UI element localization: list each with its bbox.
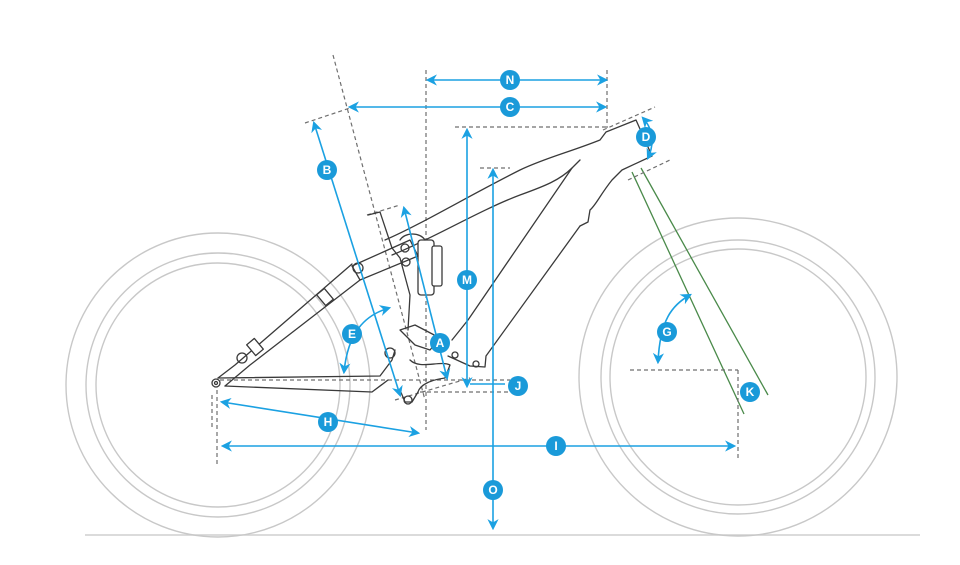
- bike-frame: [211, 119, 653, 405]
- badge-j: J: [508, 376, 528, 396]
- badge-a: A: [430, 333, 450, 353]
- svg-text:H: H: [324, 415, 333, 429]
- badge-i: I: [546, 436, 566, 456]
- badge-b: B: [317, 160, 337, 180]
- badge-h: H: [318, 412, 338, 432]
- svg-text:E: E: [348, 327, 356, 341]
- rear-wheel: [65, 232, 371, 538]
- fork: [631, 167, 769, 415]
- badge-e: E: [342, 324, 362, 344]
- measurement-lines: [219, 74, 737, 531]
- measure-g: [652, 293, 692, 365]
- badge-k: K: [740, 382, 760, 402]
- svg-text:O: O: [488, 483, 497, 497]
- svg-text:B: B: [323, 163, 332, 177]
- svg-text:C: C: [506, 100, 515, 114]
- reference-lines: [211, 54, 739, 466]
- badge-g: G: [657, 322, 677, 342]
- svg-text:K: K: [746, 385, 755, 399]
- front-wheel: [578, 217, 898, 537]
- svg-text:I: I: [554, 439, 557, 453]
- badge-m: M: [457, 270, 477, 290]
- badge-o: O: [483, 480, 503, 500]
- svg-text:N: N: [506, 73, 515, 87]
- svg-text:J: J: [515, 379, 522, 393]
- badge-c: C: [500, 97, 520, 117]
- svg-text:M: M: [462, 273, 472, 287]
- svg-text:D: D: [642, 130, 651, 144]
- badge-d: D: [636, 127, 656, 147]
- svg-text:G: G: [662, 325, 671, 339]
- badge-n: N: [500, 70, 520, 90]
- svg-text:A: A: [436, 336, 445, 350]
